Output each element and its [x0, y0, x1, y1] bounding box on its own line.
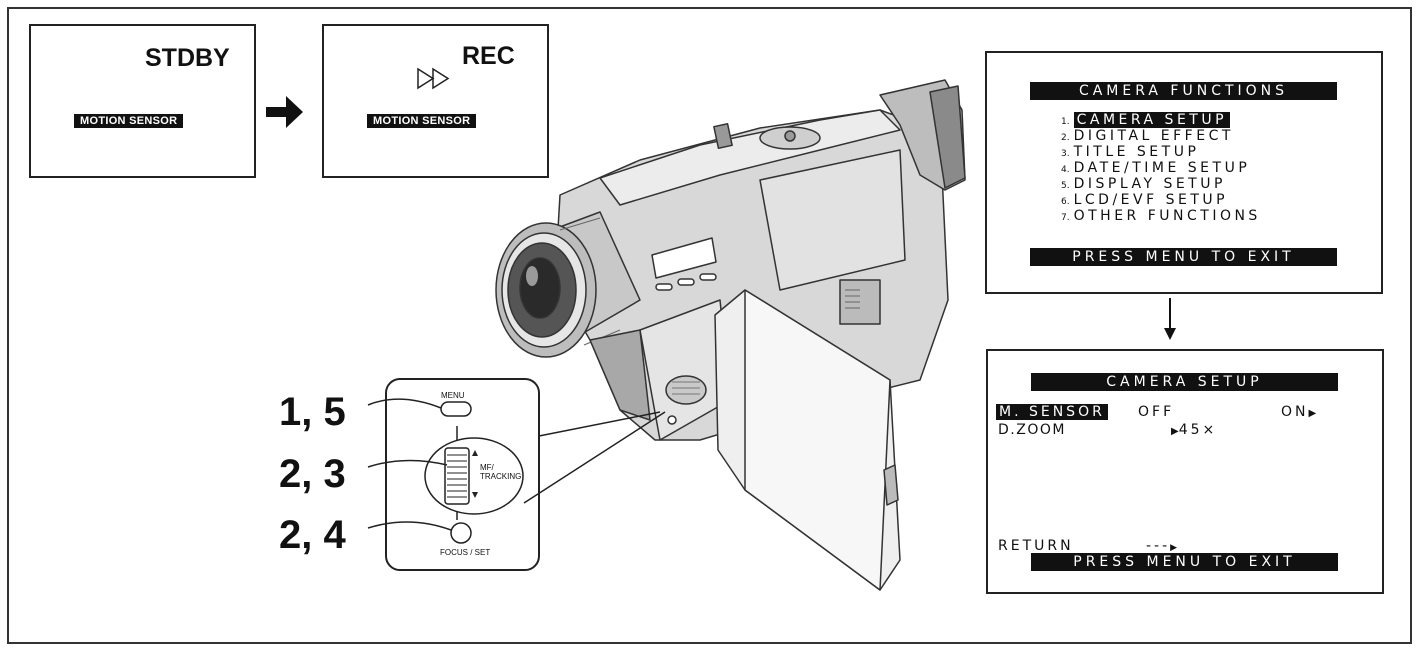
m-sensor-on: ON▶	[1281, 404, 1317, 420]
right-arrow-icon	[266, 96, 303, 128]
menu-item-title-setup: 3.TITLE SETUP	[1061, 144, 1200, 160]
camera-setup-title: CAMERA SETUP	[1031, 373, 1338, 391]
focus-set-button-label: FOCUS / SET	[440, 548, 491, 557]
record-screen: REC MOTION SENSOR	[322, 24, 549, 178]
menu-button-label: MENU	[441, 391, 465, 400]
m-sensor-label: M. SENSOR	[996, 404, 1108, 420]
play-arrow-icon: ▶	[1308, 408, 1317, 419]
camera-functions-menu: CAMERA FUNCTIONS 1.CAMERA SETUP 2.DIGITA…	[985, 51, 1383, 294]
d-zoom-value: ▶45×	[1171, 422, 1218, 438]
camera-functions-footer: PRESS MENU TO EXIT	[1030, 248, 1337, 266]
play-arrow-icon: ▶	[1171, 426, 1179, 437]
focus-set-button-shape	[450, 522, 472, 544]
menu-item-display-setup: 5.DISPLAY SETUP	[1061, 176, 1226, 192]
camcorder-illustration	[495, 79, 966, 591]
camera-functions-title: CAMERA FUNCTIONS	[1030, 82, 1337, 100]
menu-button-shape	[440, 401, 472, 417]
play-arrow-icon: ▶	[1170, 543, 1178, 553]
dial-label: MF/ TRACKING	[480, 463, 522, 481]
record-status: REC	[462, 42, 515, 70]
diagram-frame	[7, 7, 1412, 644]
menu-item-date-time-setup: 4.DATE/TIME SETUP	[1061, 160, 1251, 176]
step-label-1-5: 1, 5	[279, 390, 346, 434]
camera-setup-footer: PRESS MENU TO EXIT	[1031, 553, 1338, 571]
menu-item-lcd-evf-setup: 6.LCD/EVF SETUP	[1061, 192, 1229, 208]
menu-item-other-functions: 7.OTHER FUNCTIONS	[1061, 208, 1261, 224]
m-sensor-off: OFF	[1138, 404, 1175, 420]
standby-motion-sensor-tag: MOTION SENSOR	[74, 114, 184, 128]
standby-screen: STDBY MOTION SENSOR	[29, 24, 256, 178]
menu-item-digital-effect: 2.DIGITAL EFFECT	[1061, 128, 1234, 144]
fast-forward-icon	[417, 67, 450, 90]
step-label-2-3: 2, 3	[279, 452, 346, 496]
camera-setup-menu: CAMERA SETUP M. SENSOR OFF ON▶ D.ZOOM ▶4…	[986, 349, 1384, 594]
menu-item-camera-setup: 1.CAMERA SETUP	[1061, 112, 1231, 130]
control-inset	[367, 378, 666, 571]
return-label: RETURN	[998, 538, 1074, 554]
record-motion-sensor-tag: MOTION SENSOR	[367, 114, 477, 128]
d-zoom-label: D.ZOOM	[998, 422, 1066, 438]
down-arrow-icon	[1164, 298, 1176, 340]
step-label-2-4: 2, 4	[279, 513, 346, 557]
standby-status: STDBY	[145, 44, 230, 72]
return-indicator: ---▶	[1146, 538, 1178, 554]
